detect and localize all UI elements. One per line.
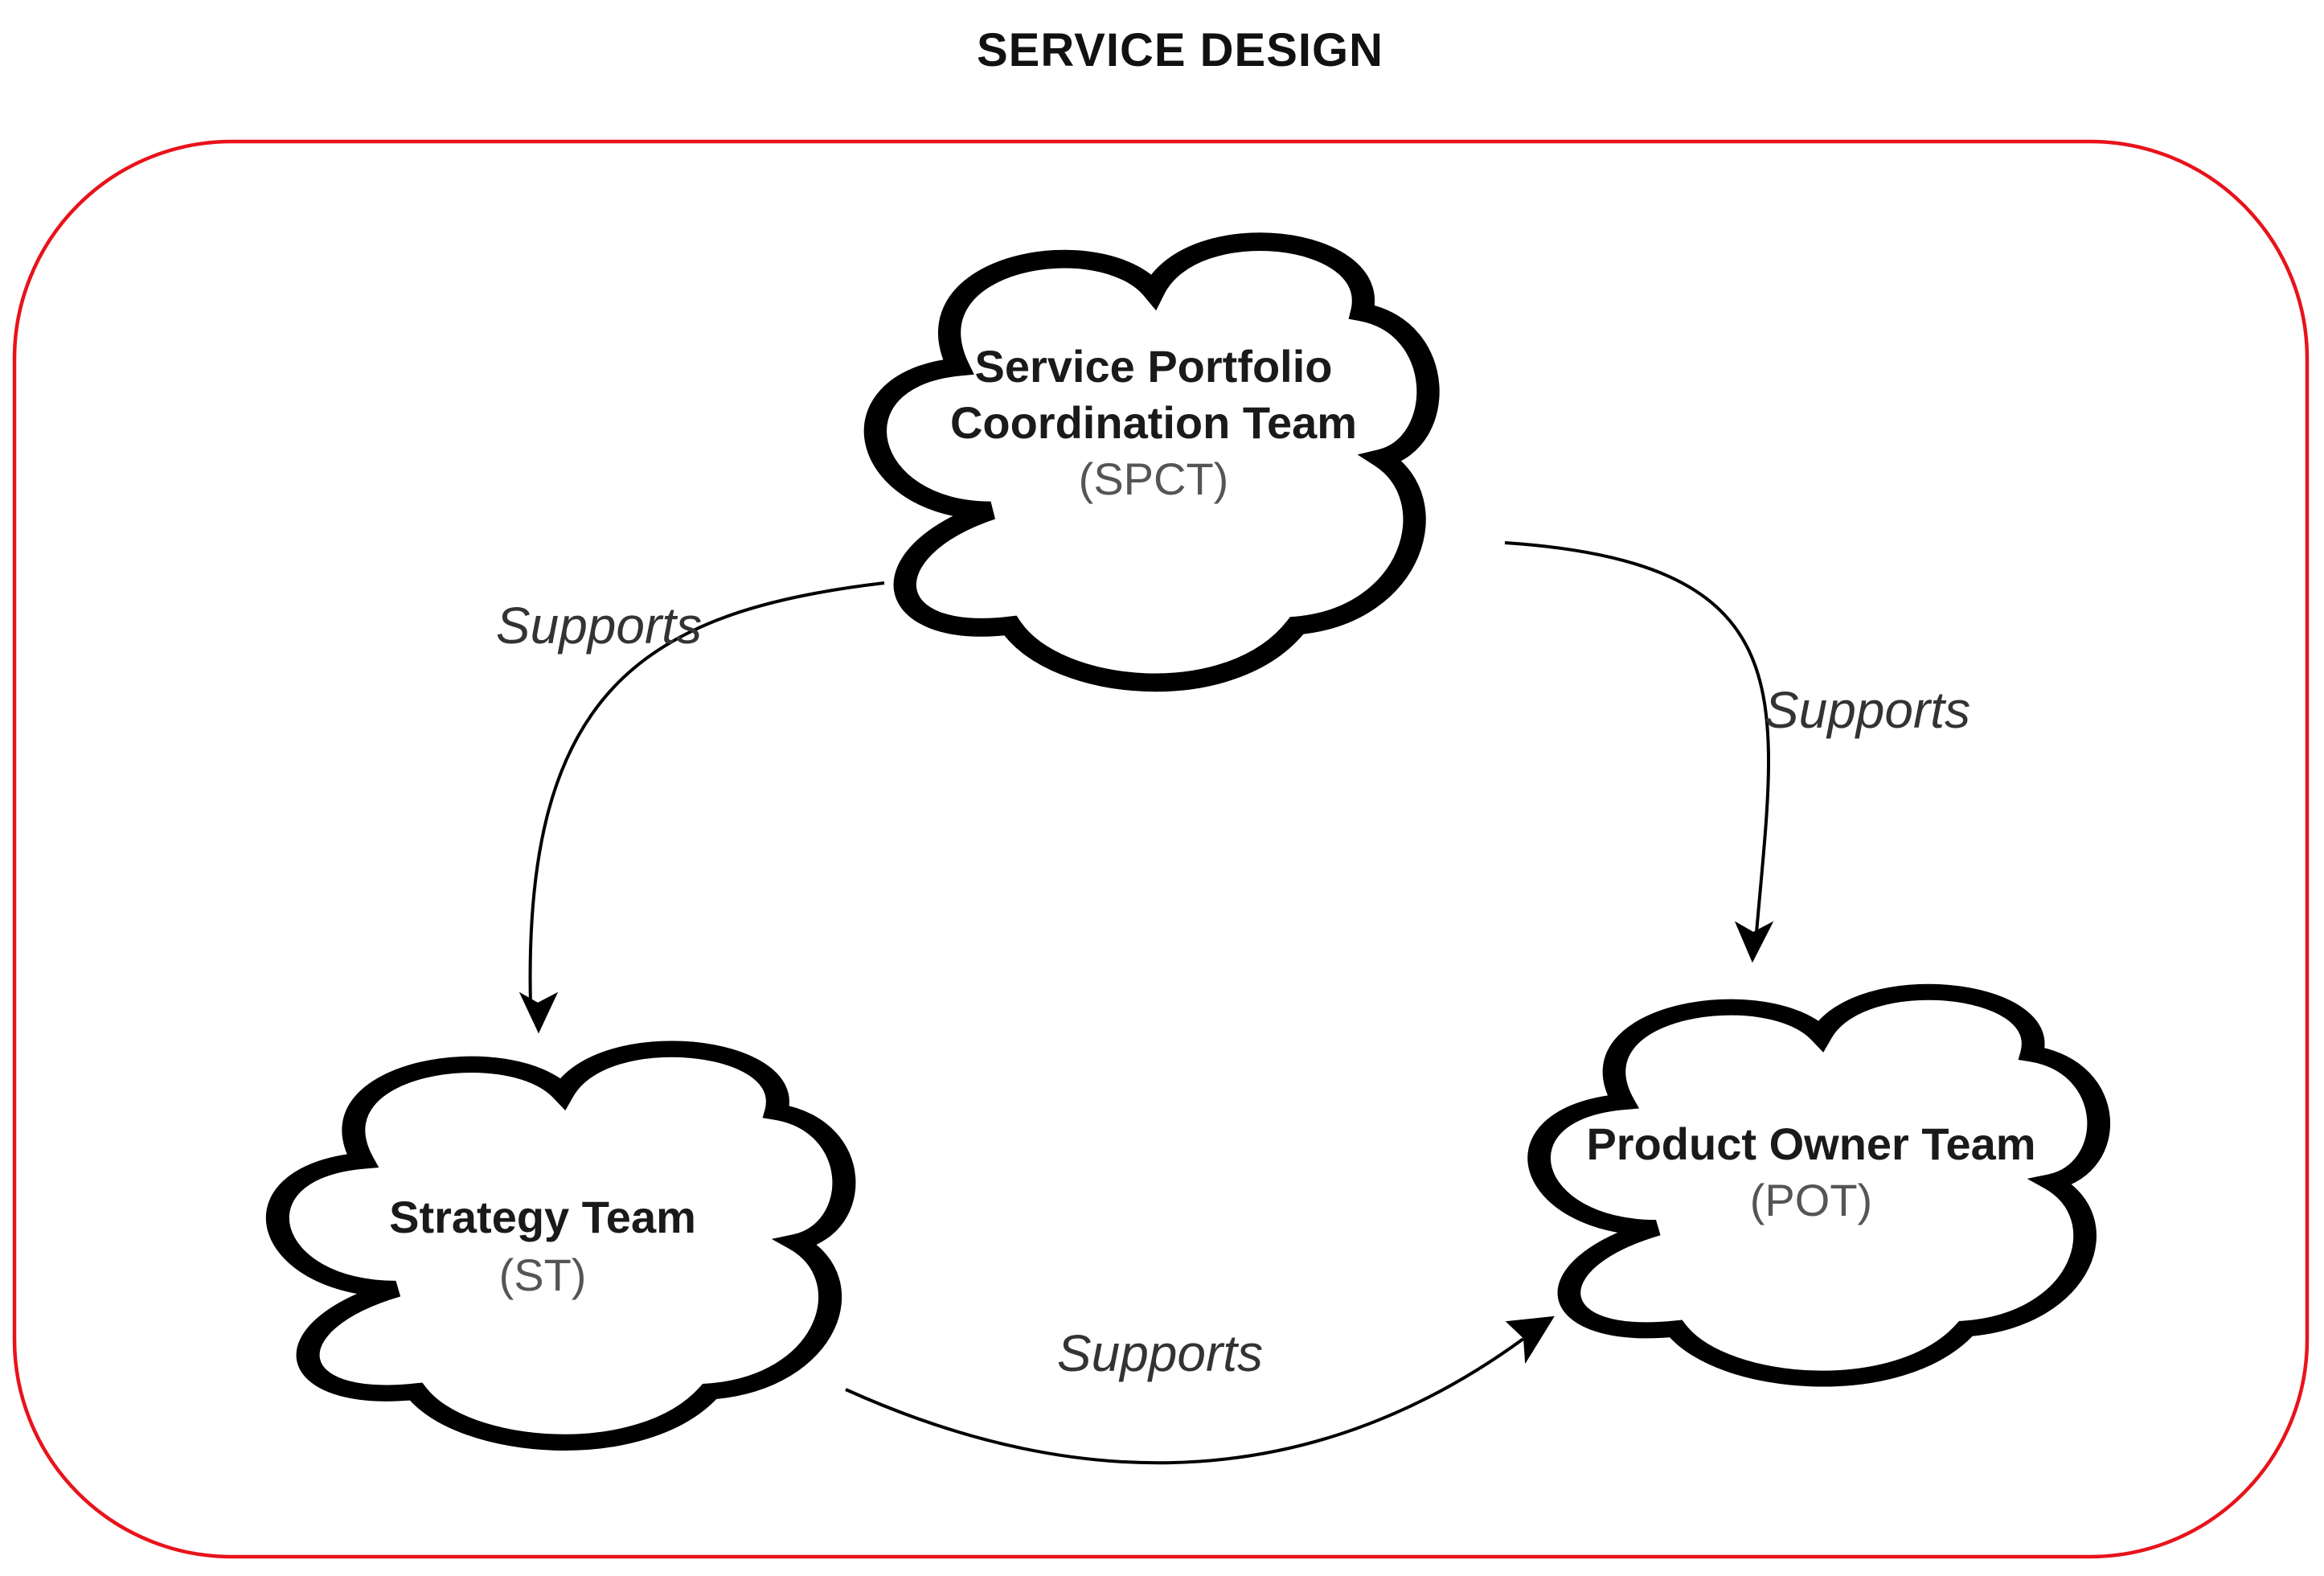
arrowhead-st — [518, 991, 559, 1034]
st-abbr: (ST) — [499, 1250, 587, 1300]
edge-spct-to-st — [528, 581, 885, 1006]
diagram-title: SERVICE DESIGN — [977, 24, 1383, 76]
pot-name: Product Owner Team — [1586, 1118, 2035, 1169]
edge-spct-to-pot — [1504, 541, 1770, 934]
edges — [518, 541, 1774, 1465]
edge-label-st-pot: Supports — [1057, 1324, 1263, 1382]
edge-st-to-pot — [845, 1337, 1525, 1465]
spct-name-line1: Service Portfolio — [974, 341, 1332, 392]
label-spct: Service Portfolio Coordination Team (SPC… — [950, 341, 1357, 504]
label-st: Strategy Team (ST) — [389, 1192, 696, 1300]
edge-label-spct-st: Supports — [496, 597, 702, 655]
cloud-st-shape — [277, 1049, 844, 1443]
cloud-st — [277, 1049, 844, 1443]
edge-label-spct-pot: Supports — [1765, 681, 1970, 739]
st-name: Strategy Team — [389, 1192, 696, 1242]
spct-name-line2: Coordination Team — [950, 397, 1357, 448]
label-pot: Product Owner Team (POT) — [1586, 1118, 2035, 1225]
arrowhead-pot-bottom — [1505, 1315, 1555, 1365]
service-design-frame — [12, 139, 2310, 1559]
spct-abbr: (SPCT) — [1079, 454, 1229, 504]
arrowhead-pot-top — [1734, 921, 1774, 963]
pot-abbr: (POT) — [1750, 1175, 1872, 1225]
